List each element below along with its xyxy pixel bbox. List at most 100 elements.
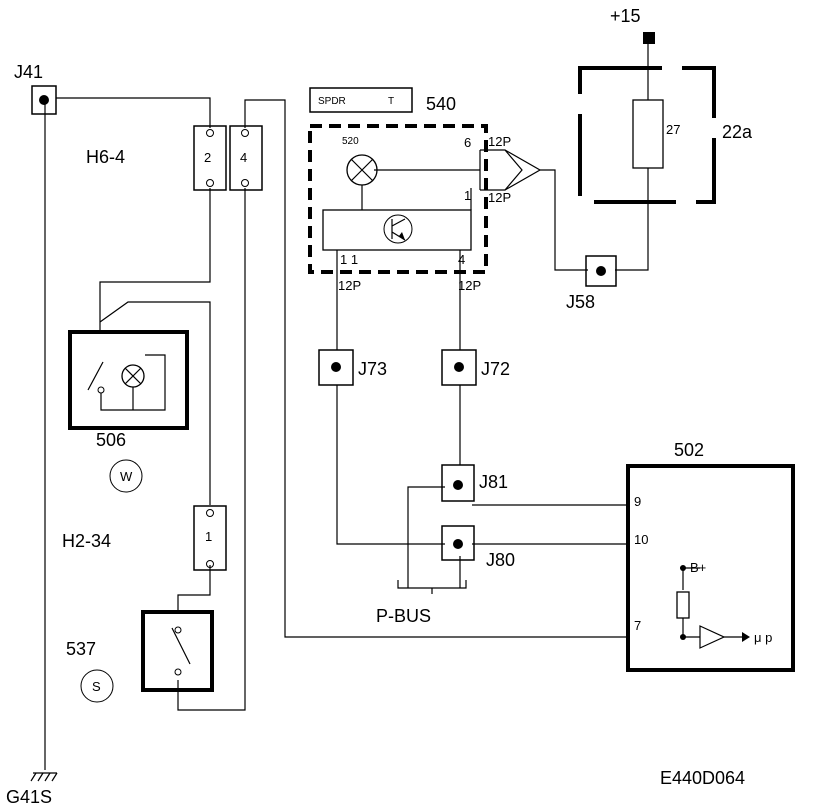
wire-537-h6-pin4 — [177, 188, 246, 711]
537-switch-lever — [171, 627, 191, 665]
spdr-tag: SPDR T 540 — [309, 87, 456, 114]
component-537: 537 S — [66, 610, 214, 703]
warning-symbol-circle — [109, 459, 143, 493]
pin-9-label: 9 — [634, 494, 641, 509]
ground-hatch-icon — [30, 772, 58, 782]
h6-4-label: H6-4 — [86, 147, 125, 167]
j73-label: J73 — [358, 359, 387, 379]
pin-7-label: 7 — [634, 618, 641, 633]
component-22a: +15 27 22a — [578, 6, 753, 204]
pullup-resistor — [676, 591, 690, 619]
j73-dot — [331, 362, 341, 372]
j81-box — [441, 464, 475, 502]
conn-12p-a: 12P — [488, 134, 511, 149]
j41-label: J41 — [14, 62, 43, 82]
h2-34-connector: 1 H2-34 — [62, 505, 227, 571]
pin-10-label: 10 — [634, 532, 648, 547]
h2-pin-1: 1 — [205, 529, 212, 544]
537-contact-top — [174, 626, 182, 634]
transistor-arrow-icon — [399, 232, 405, 240]
w-symbol: W — [120, 469, 133, 484]
amplifier-icon — [699, 625, 726, 649]
wire-j41-h6-pin2 — [56, 97, 211, 128]
side-connector-outline — [480, 149, 523, 191]
h2-pin1-block — [193, 505, 227, 571]
540-internal-wires — [361, 185, 472, 210]
wires — [44, 44, 649, 770]
conn-12p-c: 12P — [338, 278, 361, 293]
transistor-icon — [383, 214, 413, 244]
540-output-wires — [336, 250, 461, 272]
j58-dot — [596, 266, 606, 276]
g41s-ground: G41S — [6, 772, 58, 807]
502-frame — [626, 464, 795, 672]
b-plus-label: B+ — [690, 560, 706, 575]
j58-label: J58 — [566, 292, 595, 312]
j72-dot — [454, 362, 464, 372]
h6-pin4-top — [241, 129, 249, 137]
j80-junction: J80 — [441, 525, 515, 570]
j72-box — [441, 349, 477, 386]
537-label: 537 — [66, 639, 96, 659]
b-plus-node — [680, 565, 686, 571]
plus15-label: +15 — [610, 6, 641, 26]
j81-dot — [453, 480, 463, 490]
h2-pin1-bottom — [206, 560, 214, 568]
s-symbol-circle — [80, 669, 114, 703]
h6-4-connector: 2 4 H6-4 — [86, 125, 263, 191]
spdr-right: T — [388, 96, 394, 107]
p-bus-label: P-BUS — [376, 606, 431, 626]
g41s-label: G41S — [6, 787, 52, 807]
component-502: 502 9 10 7 B+ μ p — [626, 440, 795, 672]
component-506: 506 W — [68, 330, 189, 493]
transistor-leads — [391, 218, 406, 241]
j41-dot — [39, 95, 49, 105]
side-connector-tip — [504, 149, 542, 191]
p-bus-brace: P-BUS — [376, 580, 467, 626]
27-resistor — [632, 99, 664, 169]
s-symbol: S — [92, 679, 101, 694]
506-internal-wire — [100, 354, 166, 411]
j73-box — [318, 349, 354, 386]
22a-frame — [578, 66, 716, 204]
j58-box — [585, 255, 617, 287]
figure-id: E440D064 — [660, 768, 745, 788]
h6-pin-2: 2 — [204, 150, 211, 165]
j81-label: J81 — [479, 472, 508, 492]
h6-pin4-block — [229, 125, 263, 191]
540-side-connector: 12P 12P — [479, 134, 542, 205]
j41-box — [31, 85, 57, 115]
pin-11-label: 1 1 — [340, 252, 358, 267]
output-arrow-icon — [742, 632, 750, 642]
pin-4-label: 4 — [458, 252, 465, 267]
component-540: 520 6 1 1 1 4 12P 12P — [308, 124, 488, 293]
h6-pin2-bottom — [206, 179, 214, 187]
conn-12p-b: 12P — [488, 190, 511, 205]
conn-12p-d: 12P — [458, 278, 481, 293]
j41-junction: J41 — [14, 62, 57, 115]
j80-dot — [453, 539, 463, 549]
wire-506-h2-34 — [99, 301, 211, 505]
506-label: 506 — [96, 430, 126, 450]
wire-h6-pin2-506 — [99, 188, 211, 330]
22a-label: 22a — [722, 122, 753, 142]
h6-pin-4: 4 — [240, 150, 247, 165]
h6-pin2-top — [206, 129, 214, 137]
j72-label: J72 — [481, 359, 510, 379]
537-contact-bottom — [174, 668, 182, 676]
j80-label: J80 — [486, 550, 515, 570]
520-lamp-cross — [350, 158, 374, 182]
spdr-box — [309, 87, 413, 113]
h6-pin4-bottom — [241, 179, 249, 187]
27-label: 27 — [666, 122, 680, 137]
506-frame — [68, 330, 189, 430]
540-transistor-block — [322, 209, 472, 251]
pin-6-label: 6 — [464, 135, 471, 150]
j72-junction: J72 — [441, 349, 510, 386]
wire-pbus-left — [407, 486, 445, 588]
502-label: 502 — [674, 440, 704, 460]
h6-pin2-block — [193, 125, 227, 191]
pin-1-label: 1 — [464, 188, 471, 203]
j80-box — [441, 525, 475, 561]
